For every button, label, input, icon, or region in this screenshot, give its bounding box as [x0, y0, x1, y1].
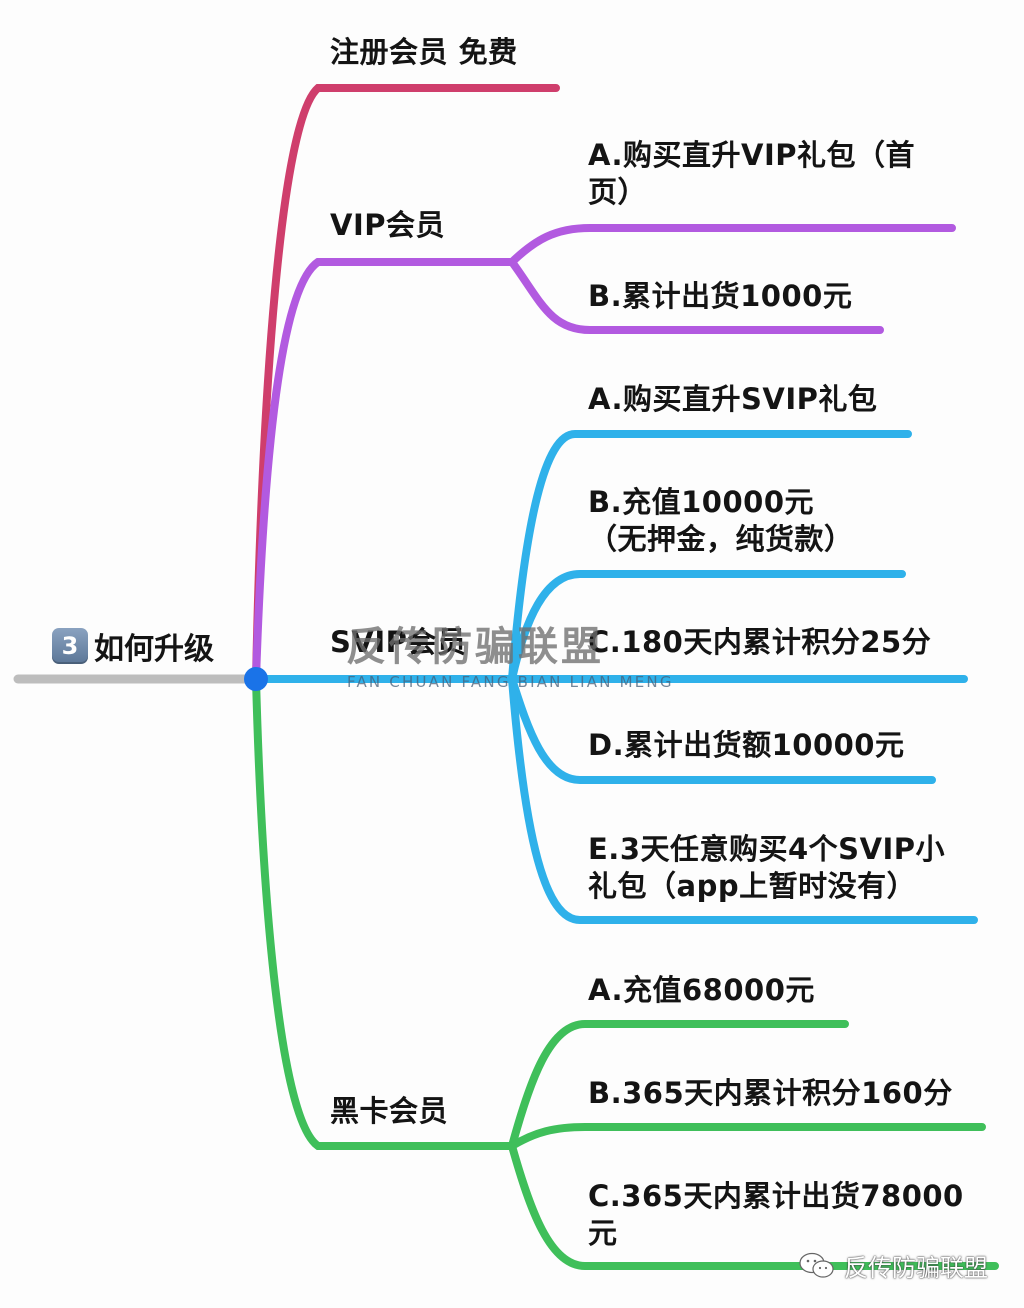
- wechat-icon: [799, 1252, 834, 1278]
- branch-register[interactable]: 注册会员 免费: [330, 35, 518, 69]
- branch-black-card[interactable]: 黑卡会员: [330, 1094, 449, 1128]
- svip-option-d[interactable]: D.累计出货额10000元: [588, 728, 905, 762]
- black-card-option-b[interactable]: B.365天内累计积分160分: [588, 1076, 953, 1110]
- root-topic-label: 如何升级: [94, 632, 214, 667]
- watermark-cn: 反传防骗联盟: [346, 624, 604, 670]
- footer-brand-label: 反传防骗联盟: [844, 1254, 988, 1282]
- svip-option-c[interactable]: C.180天内累计积分25分: [588, 625, 932, 659]
- root-topic[interactable]: 3 如何升级: [52, 624, 214, 668]
- footer-brand: 反传防骗联盟: [798, 1248, 988, 1283]
- child-line-black-b: [508, 1123, 986, 1150]
- vip-option-a[interactable]: A.购买直升VIP礼包（首 页）: [588, 138, 915, 209]
- child-line-vip-b: [508, 258, 884, 334]
- child-line-black-c: [508, 1142, 999, 1270]
- svip-option-e[interactable]: E.3天任意购买4个SVIP小 礼包（app上暂时没有）: [588, 832, 946, 903]
- svip-option-b[interactable]: B.充值10000元 （无押金，纯货款）: [588, 485, 854, 556]
- black-card-option-a[interactable]: A.充值68000元: [588, 973, 815, 1007]
- child-line-svip-d: [508, 675, 936, 784]
- branch-vip[interactable]: VIP会员: [330, 208, 445, 242]
- keycap-3-icon: 3: [52, 628, 88, 664]
- child-line-svip-b: [508, 570, 906, 683]
- vip-option-b[interactable]: B.累计出货1000元: [588, 279, 853, 313]
- child-line-svip-e: [508, 675, 978, 924]
- svip-option-a[interactable]: A.购买直升SVIP礼包: [588, 382, 878, 416]
- black-card-option-c[interactable]: C.365天内累计出货78000 元: [588, 1179, 964, 1250]
- branch-line-register: [252, 84, 560, 683]
- child-line-svip-a: [508, 430, 912, 683]
- child-line-vip-a: [508, 224, 956, 266]
- branch-svip[interactable]: SVIP会员: [330, 625, 467, 659]
- branch-line-vip: [252, 258, 516, 683]
- child-line-black-a: [508, 1020, 849, 1150]
- watermark-en: FAN CHUAN FANG BIAN LIAN MENG: [347, 673, 674, 691]
- hub-node[interactable]: [244, 667, 268, 691]
- branch-line-black-card: [252, 675, 516, 1150]
